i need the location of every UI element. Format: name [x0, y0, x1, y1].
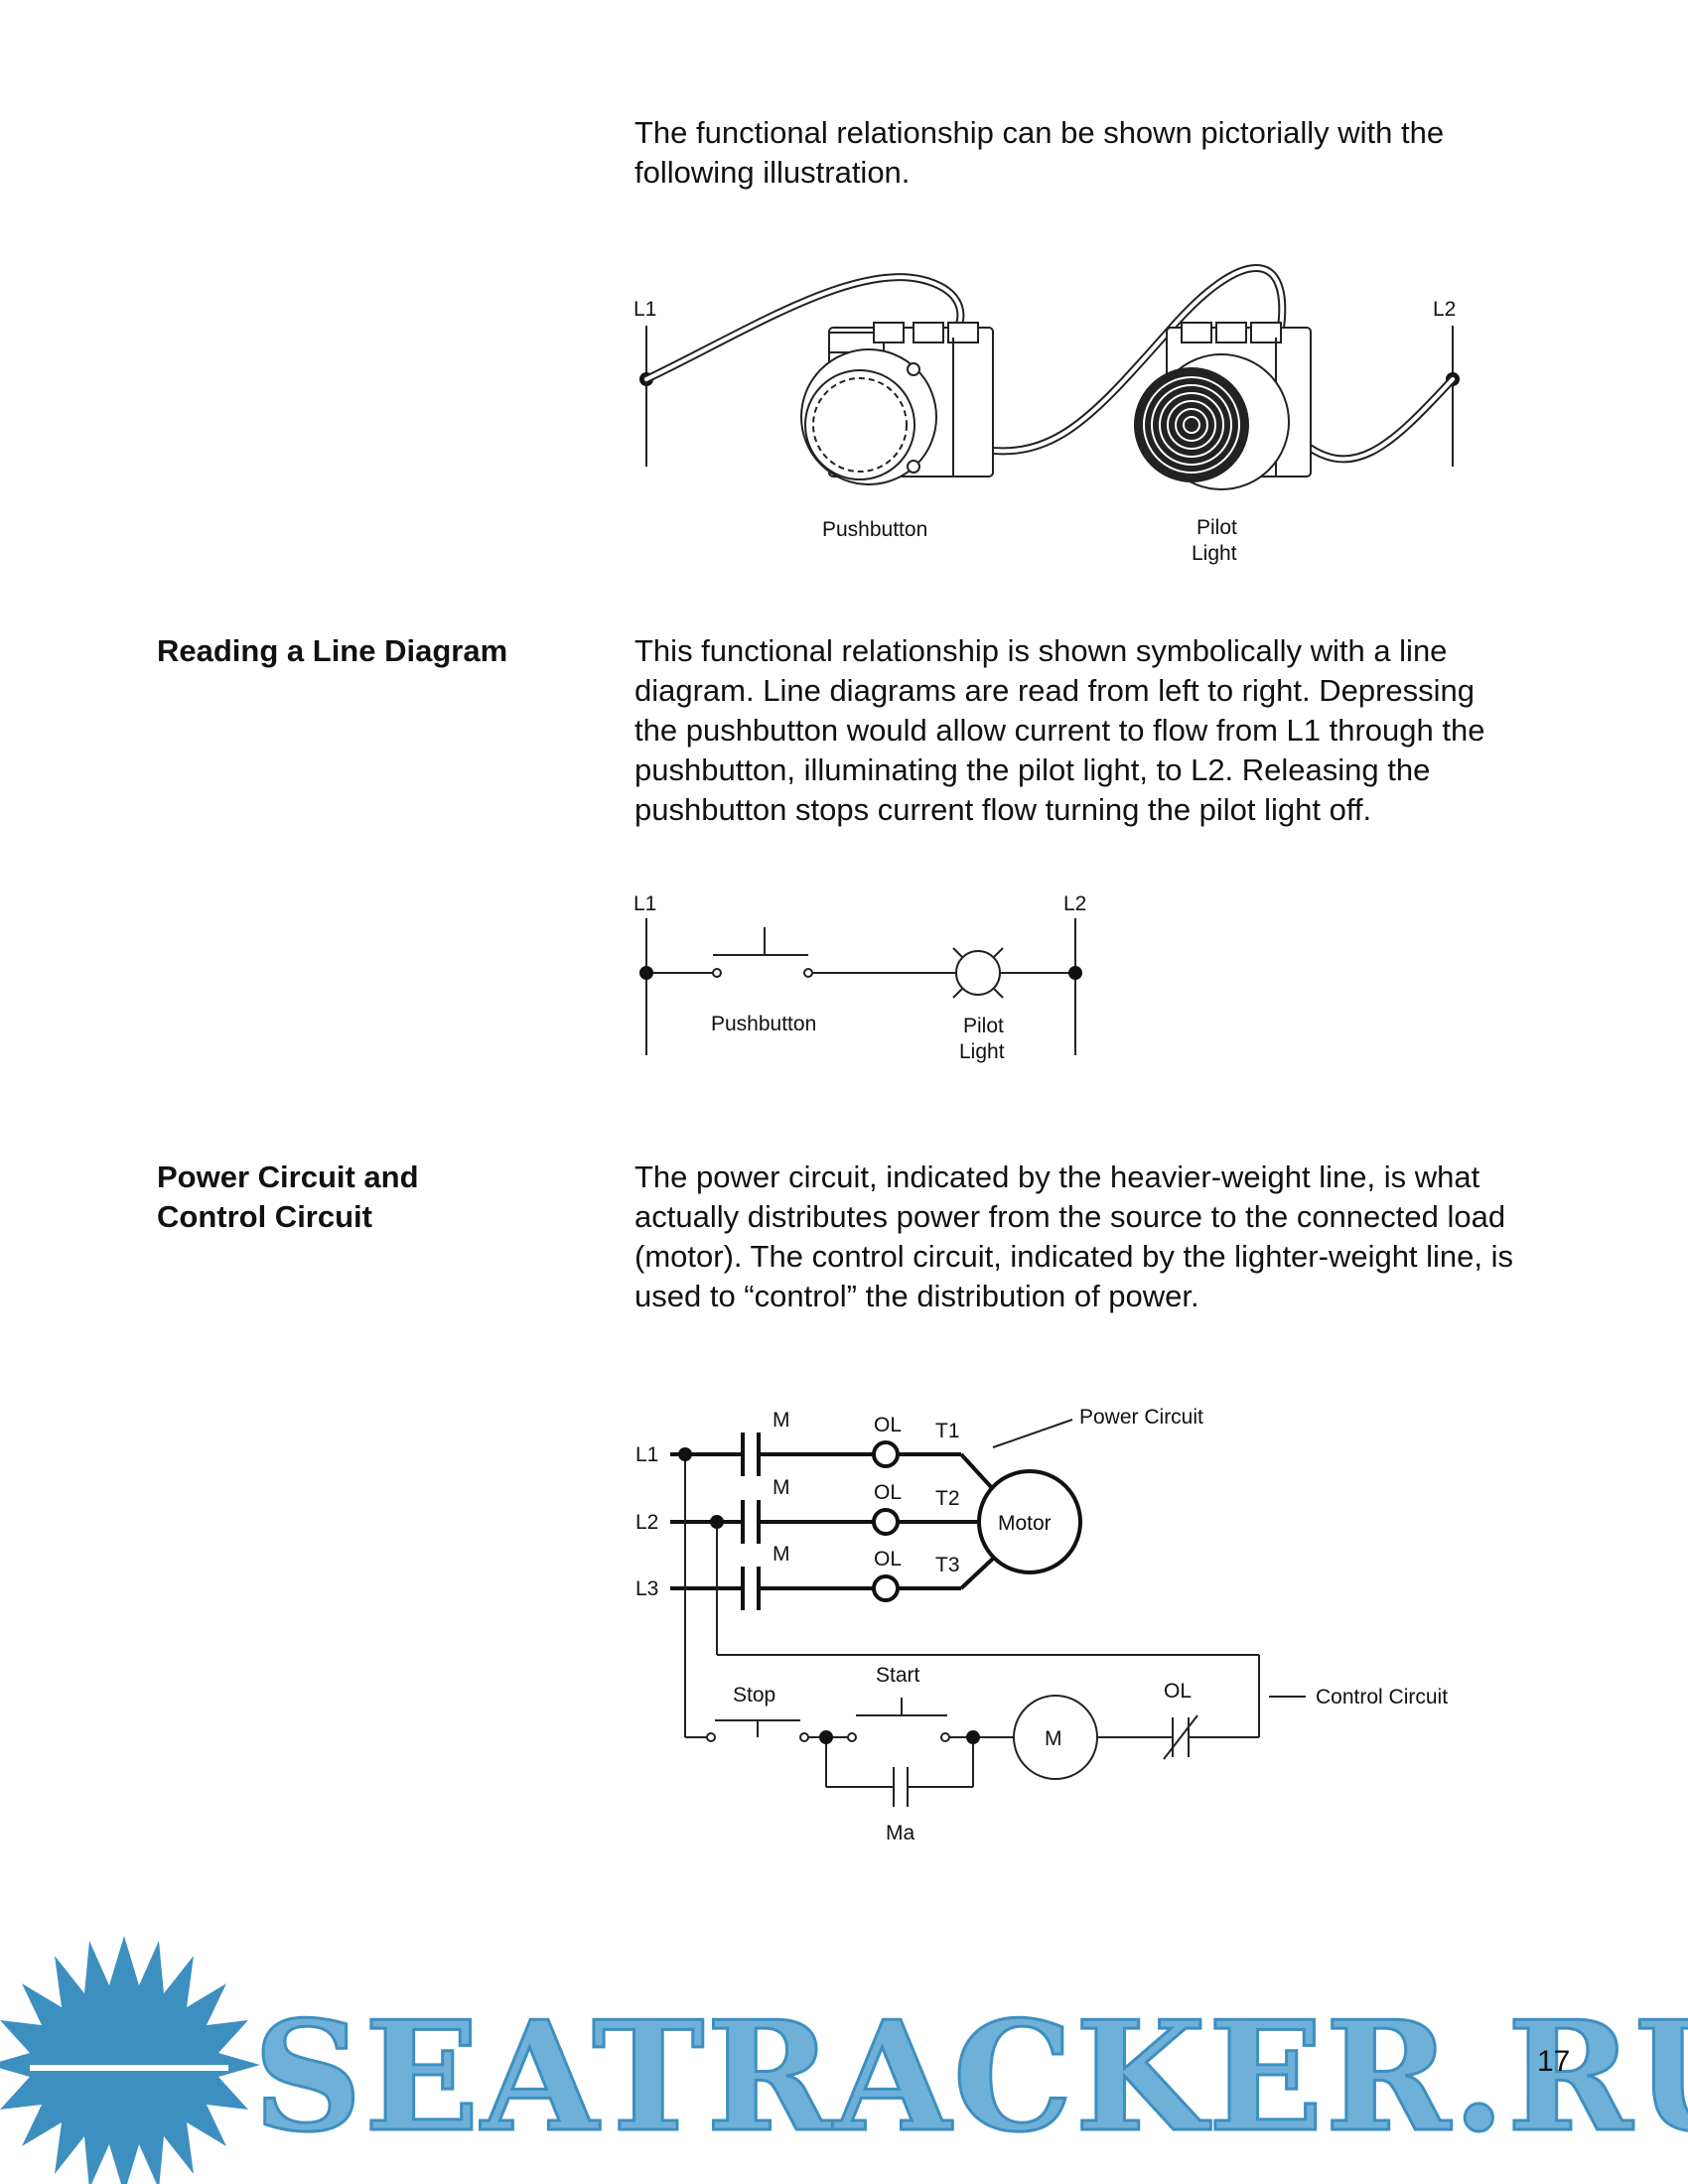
line-l2-label: L2: [1063, 892, 1086, 915]
m-contact-label: M: [773, 1409, 790, 1432]
pictorial-illustration: L1 L2 Pushbutton Pilot Light: [633, 264, 1460, 565]
pictorial-pushbutton-label: Pushbutton: [822, 518, 927, 541]
intro-line: following illustration.: [634, 155, 911, 190]
pictorial-pilot-label: Pilot: [1196, 516, 1237, 539]
ol-label: OL: [874, 1481, 902, 1504]
stop-label: Stop: [733, 1684, 775, 1706]
m-contact-label: M: [773, 1476, 790, 1499]
power-control-paragraph: The power circuit, indicated by the heav…: [634, 1158, 1513, 1316]
motor-l3-label: L3: [635, 1577, 658, 1600]
motor-l1-label: L1: [635, 1443, 658, 1466]
control-circuit-label: Control Circuit: [1316, 1686, 1448, 1708]
section-heading-line-diagram: Reading a Line Diagram: [157, 633, 508, 668]
m-contact-label: M: [773, 1543, 790, 1566]
pushbutton-device-drawing: [800, 322, 994, 485]
start-label: Start: [876, 1664, 920, 1687]
intro-line: The functional relationship can be shown…: [634, 115, 1445, 150]
intro-paragraph: The functional relationship can be shown…: [634, 113, 1444, 193]
line-pilot-label: Pilot: [963, 1015, 1004, 1037]
motor-l2-label: L2: [635, 1511, 658, 1534]
paragraph-line: used to “control” the distribution of po…: [634, 1279, 1199, 1313]
ol-label: OL: [874, 1548, 902, 1570]
paragraph-line: The power circuit, indicated by the heav…: [634, 1160, 1480, 1194]
paragraph-line: pushbutton, illuminating the pilot light…: [634, 752, 1431, 787]
t3-label: T3: [935, 1554, 960, 1576]
pilot-light-device-drawing: [1134, 322, 1312, 490]
motor-control-diagram: L1 L2 L3 M M M OL OL OL T1 T2 T3 Motor P…: [635, 1406, 1448, 1844]
pictorial-l1-label: L1: [633, 298, 656, 321]
paragraph-line: This functional relationship is shown sy…: [634, 633, 1448, 668]
paragraph-line: actually distributes power from the sour…: [634, 1199, 1506, 1234]
line-light-label: Light: [959, 1040, 1005, 1063]
paragraph-line: diagram. Line diagrams are read from lef…: [634, 673, 1476, 708]
paragraph-line: pushbutton stops current flow turning th…: [634, 792, 1372, 827]
line-diagram: L1 L2 Pushbutton Pilot Light: [633, 892, 1086, 1063]
pictorial-light-label: Light: [1192, 542, 1237, 565]
t2-label: T2: [935, 1487, 960, 1510]
motor-label: Motor: [998, 1512, 1052, 1535]
line-l1-label: L1: [633, 892, 656, 915]
ol-label: OL: [874, 1414, 902, 1436]
t1-label: T1: [935, 1420, 960, 1442]
watermark-text: SEATRACKER.RU: [253, 1987, 1688, 2165]
coil-label: M: [1045, 1727, 1062, 1750]
paragraph-line: (motor). The control circuit, indicated …: [634, 1239, 1514, 1274]
line-pushbutton-label: Pushbutton: [711, 1013, 816, 1035]
ma-label: Ma: [886, 1822, 914, 1844]
watermark-logo: SEATRACKER.RU: [0, 1936, 1688, 2184]
sun-icon: [0, 1936, 260, 2184]
line-diagram-paragraph: This functional relationship is shown sy…: [634, 631, 1484, 830]
page-number: 17: [1537, 2045, 1571, 2078]
section-heading-power-control: Power Circuit and Control Circuit: [157, 1160, 419, 1234]
power-circuit-label: Power Circuit: [1079, 1406, 1203, 1429]
paragraph-line: the pushbutton would allow current to fl…: [634, 713, 1485, 748]
ol-control-label: OL: [1164, 1680, 1192, 1703]
pictorial-l2-label: L2: [1433, 298, 1456, 321]
